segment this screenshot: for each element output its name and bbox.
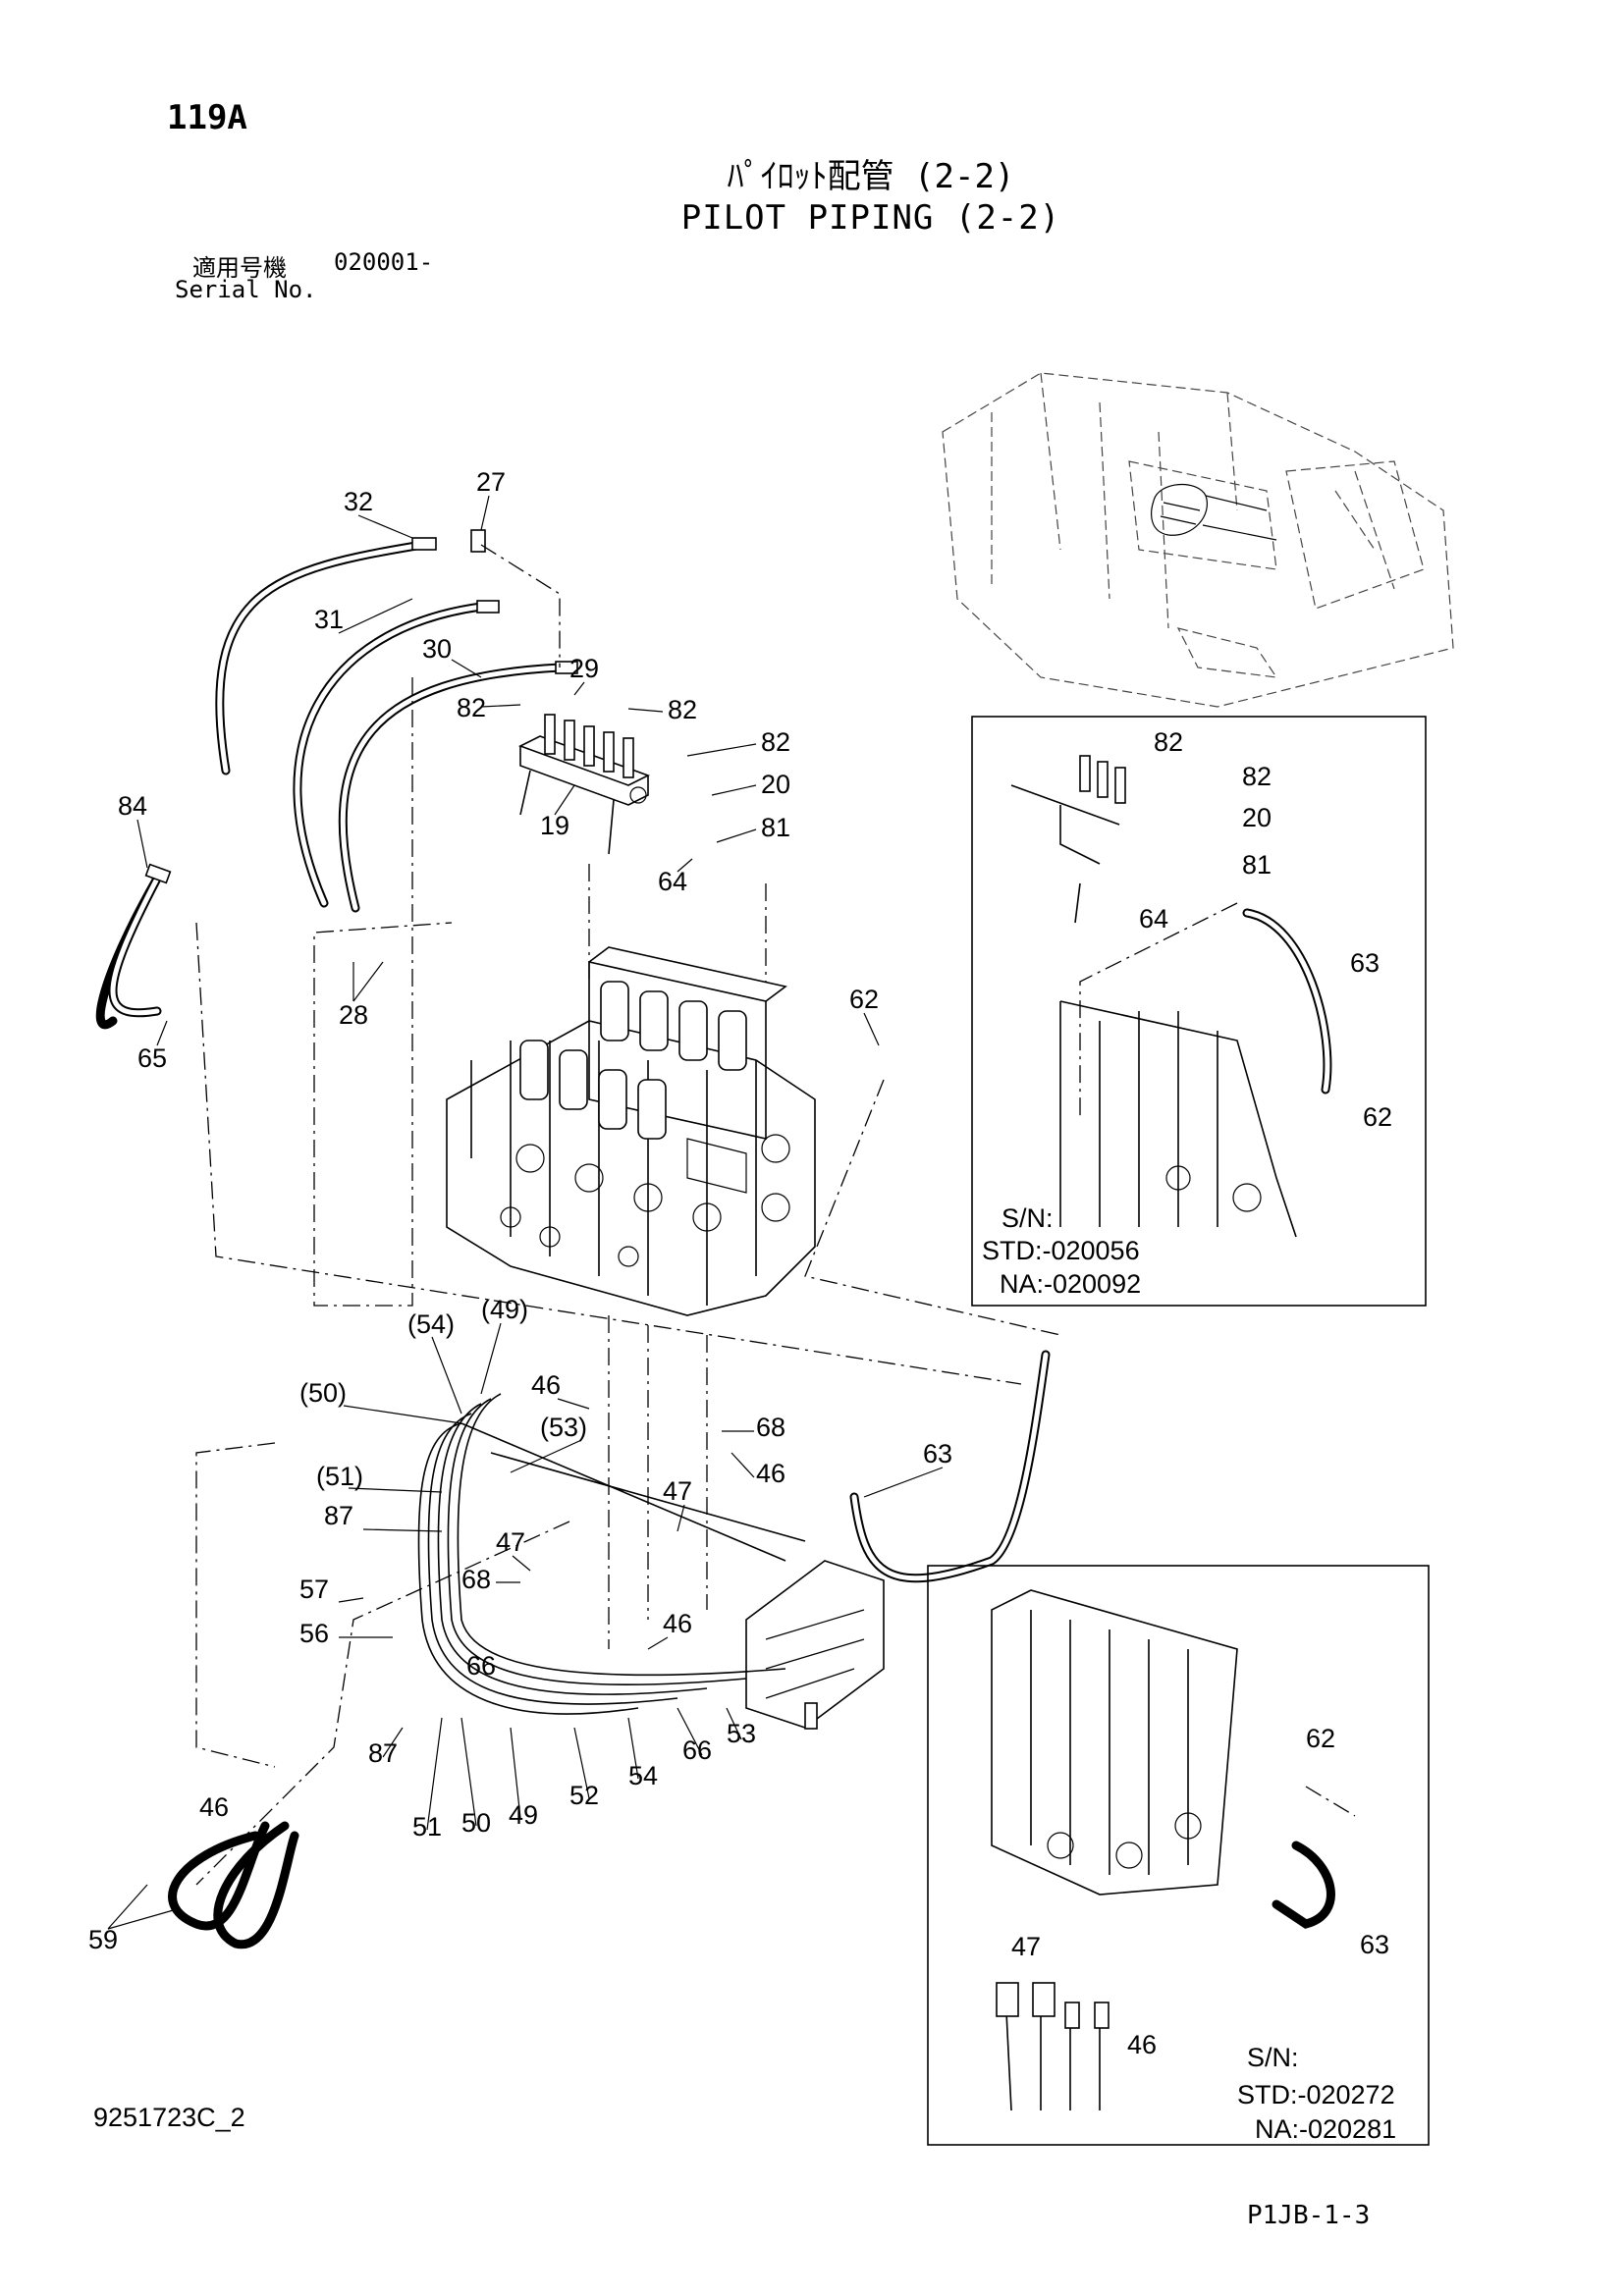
inset2-std-serial: STD:-020272 bbox=[1237, 2080, 1395, 2109]
solenoid-valve-block bbox=[745, 1560, 885, 1730]
inset1-callout-81: 81 bbox=[1242, 850, 1272, 880]
callout-52: 52 bbox=[569, 1781, 599, 1810]
callout-46-mid: 46 bbox=[663, 1609, 692, 1638]
callout-50-paren: (50) bbox=[299, 1378, 347, 1408]
callout-62: 62 bbox=[849, 985, 879, 1014]
callout-87-upper: 87 bbox=[324, 1501, 353, 1530]
pilot-hoses-lower bbox=[168, 1350, 1051, 1949]
page-title: PILOT PIPING (2-2) bbox=[680, 198, 1061, 238]
callout-31: 31 bbox=[314, 605, 344, 634]
callout-84: 84 bbox=[118, 791, 147, 821]
inset1-callout-82-lower: 82 bbox=[1242, 762, 1272, 791]
inset2-sn-label: S/N: bbox=[1247, 2043, 1299, 2072]
inset1-callout-64: 64 bbox=[1139, 904, 1168, 934]
inset1-na-serial: NA:-020092 bbox=[1000, 1269, 1141, 1299]
inset1-callout-82-upper: 82 bbox=[1154, 727, 1183, 757]
page-number: 119A bbox=[167, 98, 247, 137]
inset-panel-1 bbox=[971, 716, 1427, 1307]
callout-64: 64 bbox=[658, 867, 687, 896]
document-code: 9251723C_2 bbox=[93, 2103, 245, 2132]
pilot-hoses-upper bbox=[95, 529, 578, 1030]
serial-label-english: Serial No. bbox=[175, 276, 317, 303]
inset1-callout-63: 63 bbox=[1350, 948, 1380, 978]
callout-81: 81 bbox=[761, 813, 790, 842]
inset2-na-serial: NA:-020281 bbox=[1255, 2114, 1396, 2144]
callout-29: 29 bbox=[569, 654, 599, 683]
title-japanese: ﾊﾟｲﾛｯﾄ配管 (2-2) bbox=[727, 157, 1015, 196]
inset2-callout-62: 62 bbox=[1306, 1724, 1335, 1753]
callout-54: 54 bbox=[628, 1761, 658, 1790]
inset1-std-serial: STD:-020056 bbox=[982, 1236, 1140, 1265]
callout-63-main: 63 bbox=[923, 1439, 952, 1468]
callout-82-right-lower: 82 bbox=[761, 727, 790, 757]
callout-32: 32 bbox=[344, 487, 373, 516]
callout-66-left: 66 bbox=[466, 1651, 496, 1681]
callout-47-right: 47 bbox=[663, 1476, 692, 1506]
callout-46-upper: 46 bbox=[531, 1370, 561, 1400]
serial-number-value: 020001- bbox=[334, 248, 434, 276]
inset2-callout-46: 46 bbox=[1127, 2030, 1157, 2059]
callout-54-paren: (54) bbox=[407, 1309, 455, 1339]
leader-lines bbox=[195, 544, 1061, 1886]
callout-49: 49 bbox=[509, 1800, 538, 1830]
callout-47-left: 47 bbox=[496, 1527, 525, 1557]
callout-82-left: 82 bbox=[457, 693, 486, 722]
callout-53: 53 bbox=[727, 1719, 756, 1748]
serial-label-japanese: 適用号機 bbox=[192, 254, 287, 282]
manifold-bracket bbox=[517, 714, 651, 855]
callout-65: 65 bbox=[137, 1043, 167, 1073]
callout-57: 57 bbox=[299, 1575, 329, 1604]
control-valve-assembly bbox=[446, 946, 816, 1316]
callout-53-paren: (53) bbox=[540, 1413, 587, 1442]
callout-56: 56 bbox=[299, 1619, 329, 1648]
callout-59: 59 bbox=[88, 1925, 118, 1954]
callout-46-left: 46 bbox=[199, 1792, 229, 1822]
callout-28: 28 bbox=[339, 1000, 368, 1030]
machine-overview-drawing bbox=[942, 372, 1454, 708]
callout-27: 27 bbox=[476, 467, 506, 497]
callout-68-upper: 68 bbox=[756, 1413, 785, 1442]
callout-49-paren: (49) bbox=[481, 1295, 528, 1324]
callout-66-right: 66 bbox=[682, 1735, 712, 1765]
callout-82-right-upper: 82 bbox=[668, 695, 697, 724]
inset1-callout-62: 62 bbox=[1363, 1102, 1392, 1132]
callout-19: 19 bbox=[540, 811, 569, 840]
callout-51-paren: (51) bbox=[316, 1462, 363, 1491]
inset-panel-2 bbox=[927, 1565, 1430, 2146]
inset2-callout-47: 47 bbox=[1011, 1932, 1041, 1961]
page-reference: P1JB-1-3 bbox=[1247, 2201, 1371, 2230]
inset1-callout-20: 20 bbox=[1242, 803, 1272, 832]
inset1-sn-label: S/N: bbox=[1001, 1203, 1054, 1233]
inset2-callout-63: 63 bbox=[1360, 1930, 1389, 1959]
callout-30: 30 bbox=[422, 634, 452, 664]
callout-leaders bbox=[107, 495, 944, 1930]
callout-87-lower: 87 bbox=[368, 1738, 398, 1768]
callout-20: 20 bbox=[761, 770, 790, 799]
callout-68-lower: 68 bbox=[461, 1565, 491, 1594]
callout-46-right: 46 bbox=[756, 1459, 785, 1488]
